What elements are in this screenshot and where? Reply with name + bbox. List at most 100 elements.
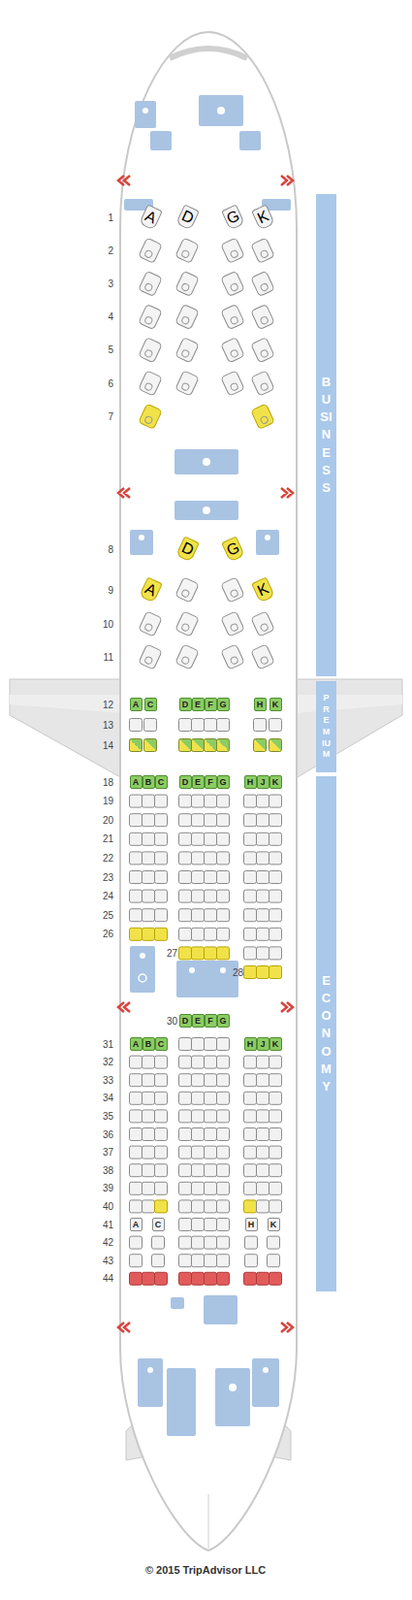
seat xyxy=(191,793,205,807)
economy-seat: A xyxy=(129,774,143,789)
seat xyxy=(142,813,156,826)
seat xyxy=(155,1180,168,1194)
seat xyxy=(244,1270,257,1284)
seat xyxy=(256,1109,270,1122)
economy-seat: D xyxy=(179,1013,192,1027)
seat xyxy=(204,1109,218,1122)
seat xyxy=(129,1253,143,1267)
seat xyxy=(204,888,218,902)
business-seat xyxy=(251,370,275,396)
business-seat: K xyxy=(251,575,276,603)
seat xyxy=(142,1127,156,1141)
row-number: 42 xyxy=(102,1236,114,1247)
business-seat xyxy=(221,303,245,329)
cockpit-window xyxy=(169,48,248,59)
economy-seat: J xyxy=(256,1036,270,1050)
seat xyxy=(191,1109,205,1122)
seat xyxy=(245,1235,258,1248)
economy-seat: J xyxy=(256,774,270,789)
economy-seat: H xyxy=(244,1036,257,1050)
seat xyxy=(256,1270,270,1284)
seat xyxy=(142,851,156,864)
seat xyxy=(191,738,205,752)
business-seat xyxy=(251,337,275,363)
seat xyxy=(142,1163,156,1176)
seat-letter: B xyxy=(145,776,153,787)
seat xyxy=(269,1144,283,1158)
cabin-band: ECONOMY xyxy=(316,775,337,1291)
seat xyxy=(129,851,143,864)
seat xyxy=(256,1144,270,1158)
galley xyxy=(198,95,244,127)
business-seat xyxy=(175,576,199,603)
seat xyxy=(244,813,257,826)
seat xyxy=(244,908,257,921)
right-wing xyxy=(295,678,403,778)
lavatory xyxy=(252,1357,280,1406)
seat xyxy=(269,813,283,826)
galley xyxy=(170,1296,185,1308)
seat xyxy=(179,718,192,731)
seat xyxy=(256,1073,270,1086)
seat xyxy=(129,1127,143,1141)
seat xyxy=(155,1144,168,1158)
premium-seat: H xyxy=(253,697,267,711)
row-number: 44 xyxy=(102,1271,114,1283)
row-number: 38 xyxy=(102,1164,114,1175)
seat xyxy=(269,1127,283,1141)
seat xyxy=(253,738,267,752)
seat xyxy=(129,1090,143,1104)
seat xyxy=(155,1054,168,1068)
seat xyxy=(204,1199,218,1212)
seat xyxy=(256,831,270,845)
premium-seat: F xyxy=(204,697,218,711)
seat xyxy=(129,908,143,921)
seat-letter: F xyxy=(207,698,214,709)
business-seat: A xyxy=(138,203,163,230)
economy-seat: A xyxy=(129,1036,143,1050)
seat xyxy=(142,926,156,940)
seat-letter: H xyxy=(247,776,254,787)
tail-line xyxy=(208,1492,210,1548)
seat xyxy=(142,1270,156,1284)
seat-letter: G xyxy=(219,1014,226,1025)
row-number: 27 xyxy=(166,947,178,958)
seat xyxy=(129,926,143,940)
seat-rows xyxy=(129,237,283,1284)
seat-letter: K xyxy=(270,1218,278,1229)
economy-seat: H xyxy=(245,1216,258,1231)
business-seat xyxy=(175,337,199,363)
seat xyxy=(253,718,267,731)
business-seat xyxy=(251,270,275,296)
row-number: 26 xyxy=(102,927,114,939)
seat xyxy=(191,946,205,959)
seat xyxy=(129,1180,143,1194)
seat xyxy=(204,926,218,940)
seat xyxy=(269,738,283,752)
seat xyxy=(204,793,218,807)
seat xyxy=(155,870,168,884)
seat xyxy=(129,813,143,826)
seat xyxy=(204,1180,218,1194)
row-number: 6 xyxy=(107,378,114,389)
seat xyxy=(129,831,143,845)
row-number: 8 xyxy=(107,543,114,555)
seat xyxy=(191,718,205,731)
seat xyxy=(129,870,143,884)
seat xyxy=(129,1199,143,1212)
seat xyxy=(129,1270,143,1284)
seat xyxy=(204,1163,218,1176)
seat xyxy=(256,1090,270,1104)
seat xyxy=(204,870,218,884)
seat xyxy=(155,1270,168,1284)
seat xyxy=(179,946,192,959)
seat xyxy=(155,926,168,940)
seat-letter: C xyxy=(158,776,165,787)
seat xyxy=(191,1235,205,1248)
seat xyxy=(244,1054,257,1068)
lavatory xyxy=(129,945,156,992)
seat-letter: K xyxy=(253,579,271,601)
seat-letter: E xyxy=(194,698,201,709)
seat xyxy=(256,946,270,959)
seat xyxy=(269,1180,283,1194)
